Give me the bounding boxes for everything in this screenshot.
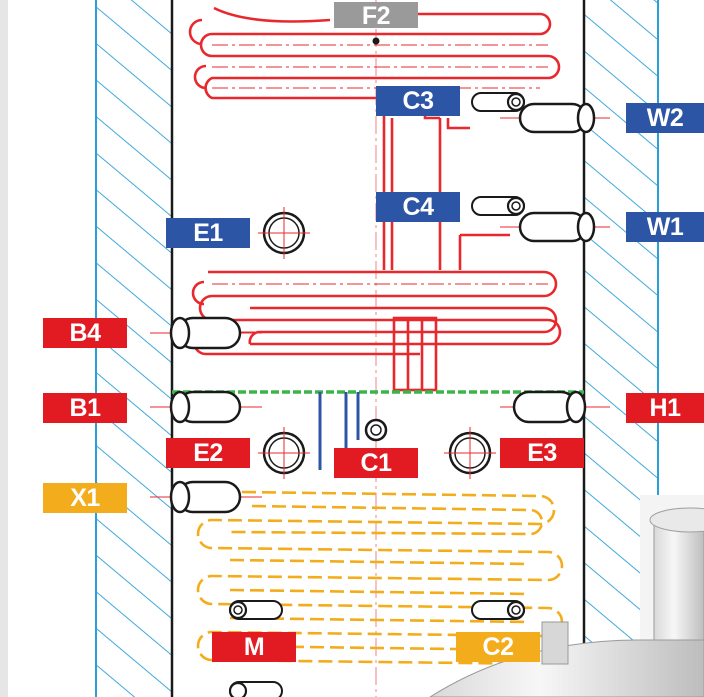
label-h1: H1	[626, 393, 704, 423]
left-margin	[0, 0, 8, 697]
label-b1: B1	[43, 393, 127, 423]
label-w2: W2	[626, 103, 704, 133]
port-e1	[258, 207, 310, 259]
solar-coil	[196, 490, 564, 694]
sleeve-bottom	[228, 681, 283, 697]
label-b4: B4	[43, 318, 127, 348]
pipe-w2	[500, 102, 610, 134]
label-c2: C2	[456, 632, 540, 662]
label-c4: C4	[376, 192, 460, 222]
label-c3: C3	[376, 86, 460, 116]
upper-coil	[188, 6, 561, 270]
pipe-b4	[150, 316, 262, 350]
tank-photo	[429, 495, 704, 697]
label-m: M	[212, 632, 296, 662]
port-e2	[258, 427, 310, 479]
label-e1: E1	[166, 218, 250, 248]
label-x1: X1	[43, 483, 127, 513]
port-c1	[364, 418, 388, 442]
insulation-left	[96, 0, 172, 697]
sleeve-m	[228, 600, 283, 620]
pipe-x1	[150, 480, 262, 514]
label-f2: F2	[334, 2, 418, 30]
pipe-h1	[500, 390, 610, 424]
sleeve-c3	[471, 92, 526, 112]
label-e2: E2	[166, 438, 250, 468]
lower-red-coil	[191, 270, 562, 392]
sleeve-c4	[471, 196, 526, 216]
sleeve-c2	[471, 600, 526, 620]
pipe-b1	[150, 390, 262, 424]
pipe-w1	[500, 211, 610, 243]
port-e3	[444, 427, 496, 479]
label-w1: W1	[626, 212, 704, 242]
label-e3: E3	[500, 438, 584, 468]
label-c1: C1	[334, 448, 418, 478]
